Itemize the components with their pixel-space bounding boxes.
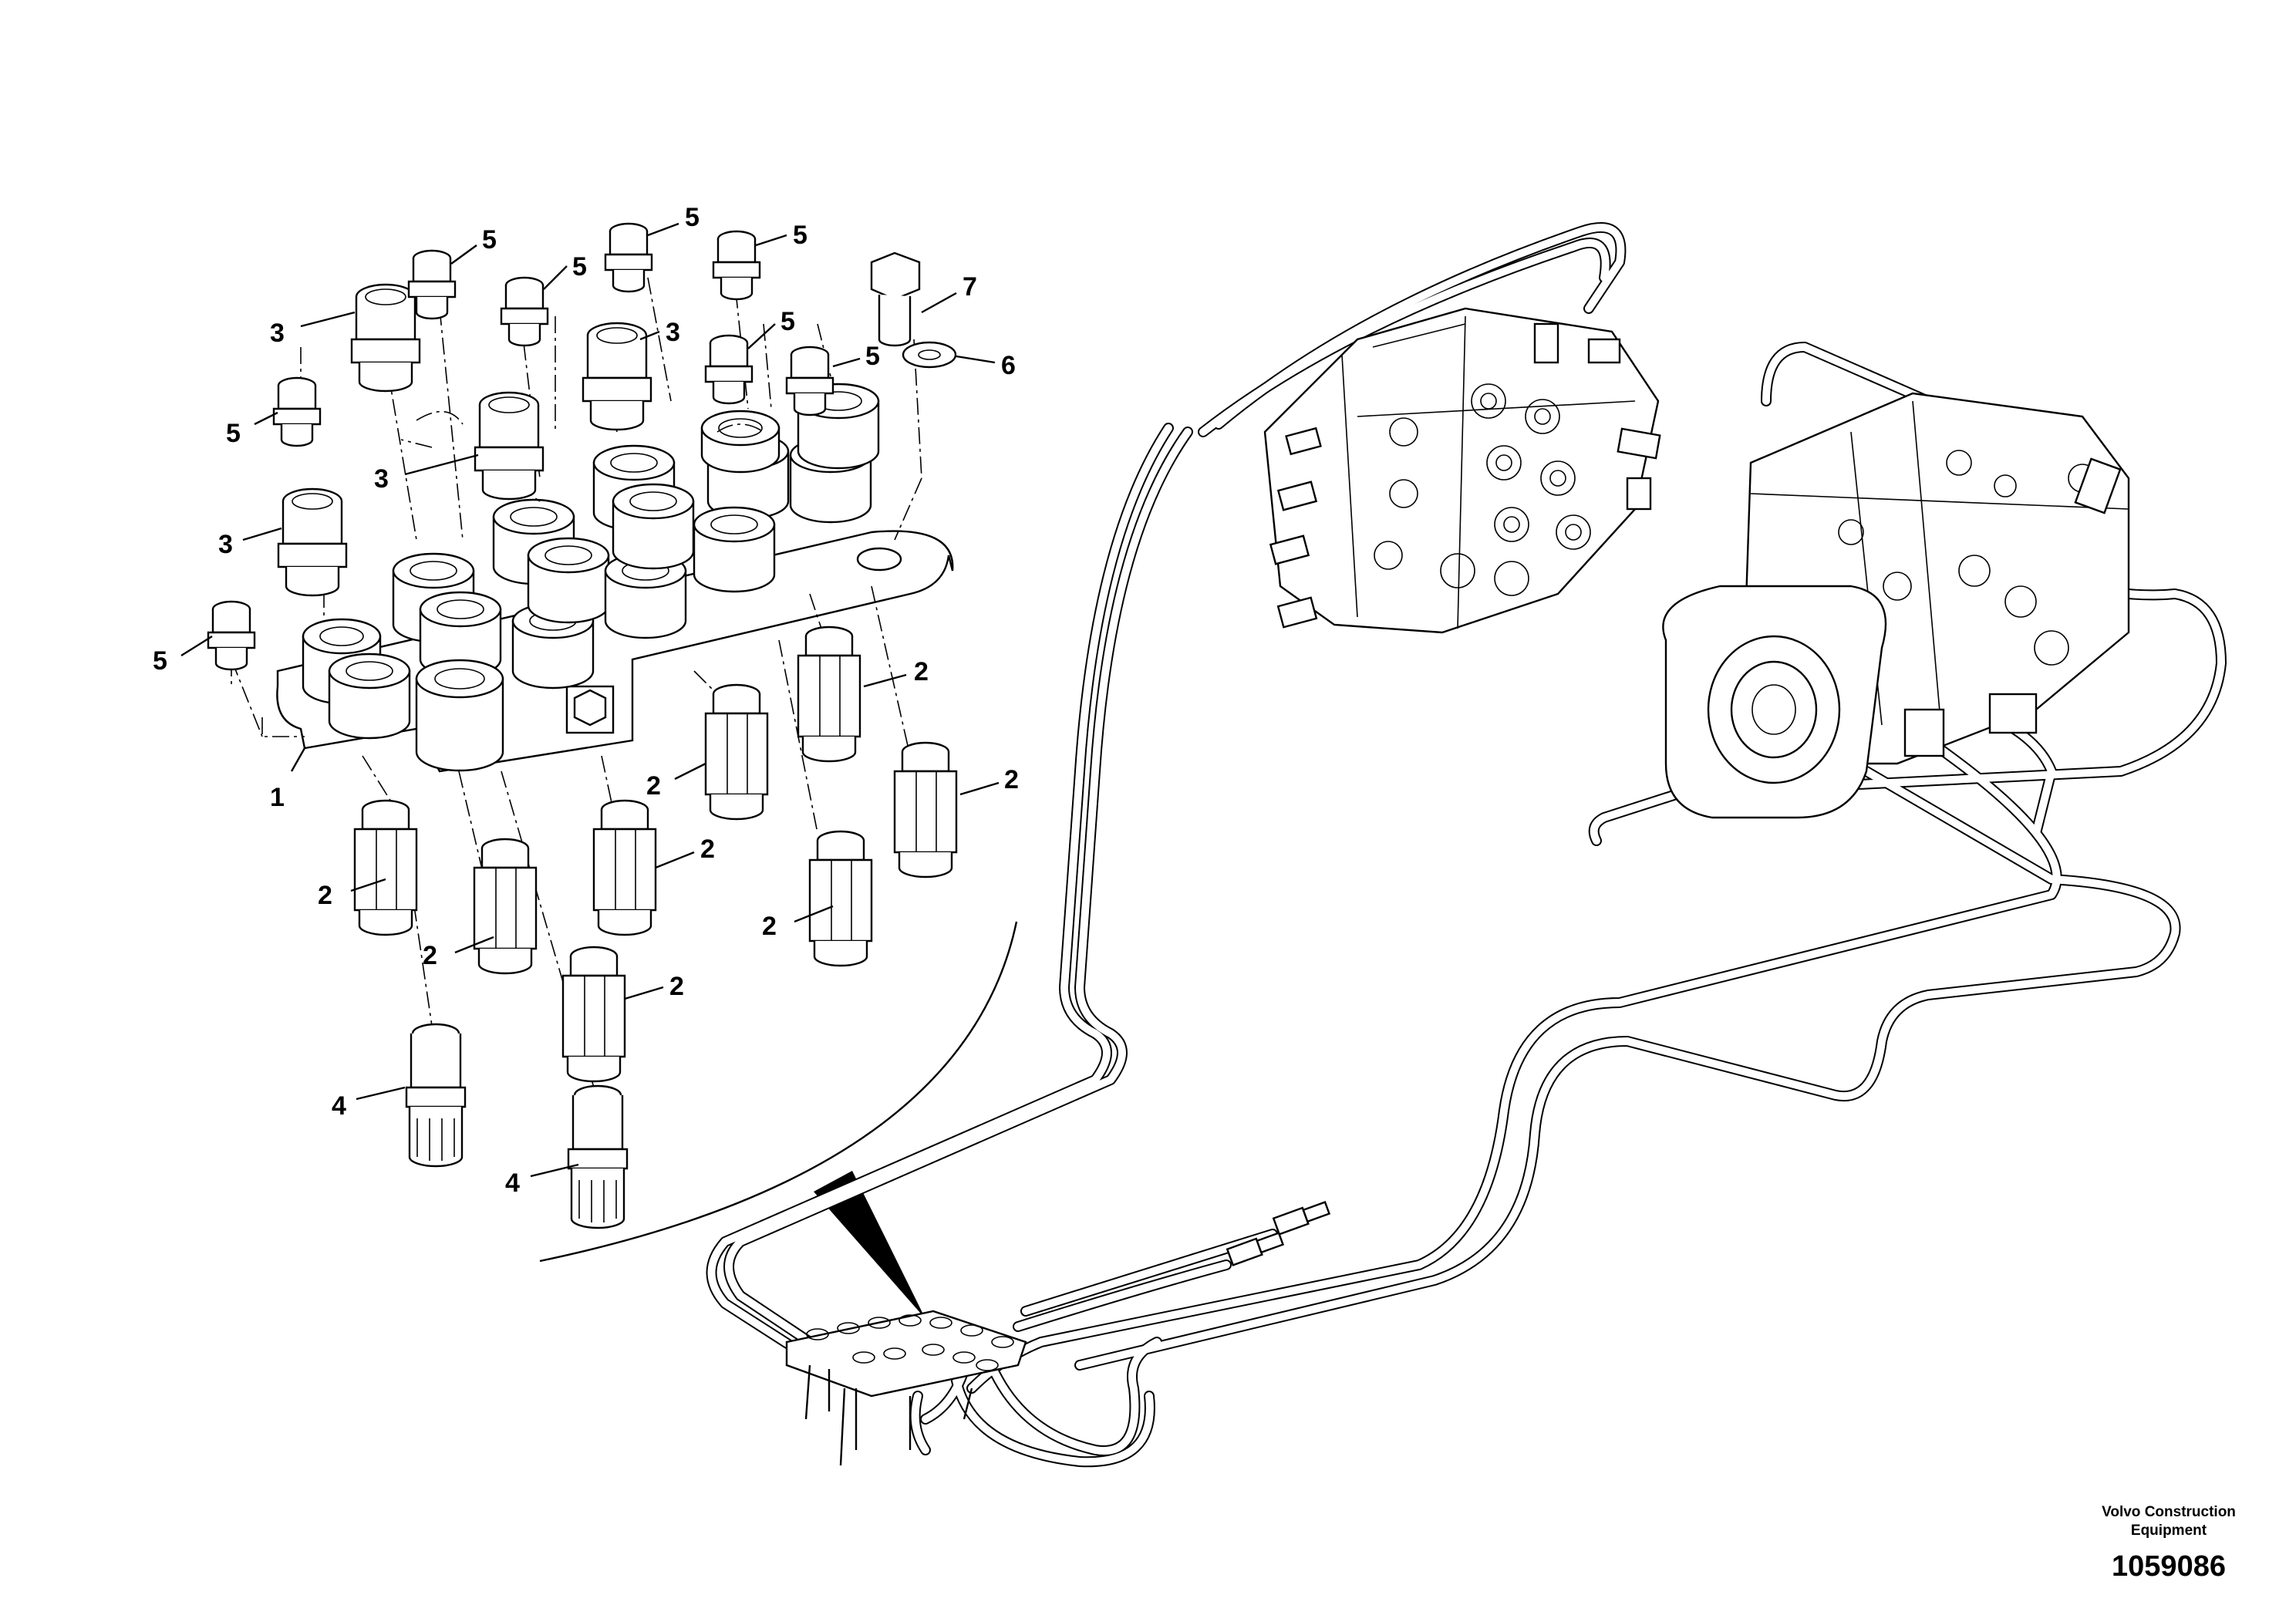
callout-3: 3: [270, 319, 285, 348]
callout-5: 5: [793, 221, 807, 250]
callout-2: 2: [762, 912, 777, 941]
callout-6: 6: [1001, 351, 1016, 380]
callout-4: 4: [505, 1168, 520, 1198]
callout-7: 7: [963, 272, 977, 302]
leader-lines: [180, 222, 1000, 1178]
plate-bosses: [302, 383, 880, 772]
callout-5: 5: [685, 203, 700, 232]
callout-4: 4: [332, 1091, 346, 1121]
hex-adapter: [353, 626, 958, 1083]
fitting-small: [207, 222, 834, 671]
callout-labels: 1 2 2 2 2 2 2 2 2 3 3 3 3 4 4 5 5 5 5 5 …: [153, 203, 1019, 1198]
callout-3: 3: [374, 464, 389, 494]
bolt: [870, 251, 921, 347]
brand-subtitle: Equipment: [2131, 1523, 2207, 1539]
detail-boundary-arc: [539, 921, 1018, 1263]
callout-5: 5: [865, 342, 880, 371]
callout-2: 2: [318, 881, 332, 910]
callout-5: 5: [572, 252, 587, 282]
control-valve: [1263, 307, 1661, 634]
callout-5: 5: [781, 307, 795, 336]
pressure-sensor: [405, 1023, 629, 1229]
callout-3: 3: [218, 530, 233, 559]
manifold-assembly: [785, 1310, 1027, 1466]
callout-2: 2: [423, 941, 437, 970]
callout-5: 5: [226, 419, 241, 448]
brand-name: Volvo Construction: [2102, 1504, 2236, 1520]
callout-1: 1: [270, 783, 285, 812]
detail-view: 1 2 2 2 2 2 2 2 2 3 3 3 3 4 4 5 5 5 5 5 …: [153, 203, 1019, 1319]
detail-pointer: [814, 1171, 925, 1319]
callout-2: 2: [1004, 765, 1019, 794]
callout-2: 2: [914, 657, 929, 686]
callout-3: 3: [666, 318, 680, 347]
washer: [902, 341, 957, 369]
callout-2: 2: [700, 835, 715, 864]
hydraulic-pump: [1662, 392, 2130, 819]
fitting-large: [277, 283, 652, 597]
document-number: 1059086: [2112, 1550, 2226, 1583]
hose-end-fittings: [1226, 1201, 1331, 1266]
hydraulic-lines: [706, 222, 2227, 1468]
title-block: Volvo Construction Equipment 1059086: [2102, 1504, 2236, 1583]
callout-5: 5: [153, 646, 167, 676]
callout-2: 2: [669, 972, 684, 1001]
callout-5: 5: [482, 225, 497, 255]
callout-2: 2: [646, 771, 661, 801]
